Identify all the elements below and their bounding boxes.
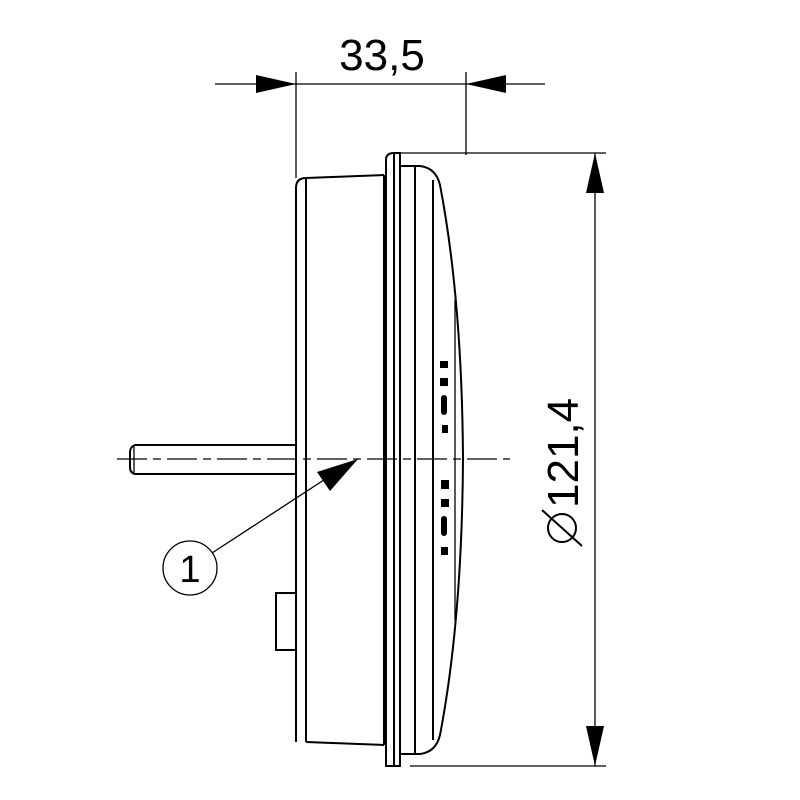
depth-dimension: 33,5 (215, 31, 545, 178)
callout-1: 1 (162, 459, 358, 596)
flange (385, 152, 401, 767)
connector-box (275, 592, 296, 651)
arrow-up-icon (586, 153, 604, 193)
depth-label: 33,5 (339, 31, 425, 80)
callout-arrow-icon (317, 459, 358, 491)
diameter-label: 121,4 (539, 398, 588, 508)
callout-label: 1 (179, 549, 200, 591)
diameter-dimension: 121,4 (400, 152, 606, 767)
arrow-left-icon (256, 75, 296, 93)
lamp-side-view (117, 152, 510, 767)
arrow-down-icon (586, 726, 604, 766)
arrow-right-icon (466, 75, 506, 93)
diameter-symbol-icon (541, 509, 583, 547)
lens-markings (440, 361, 449, 555)
lens-outline (400, 165, 465, 755)
